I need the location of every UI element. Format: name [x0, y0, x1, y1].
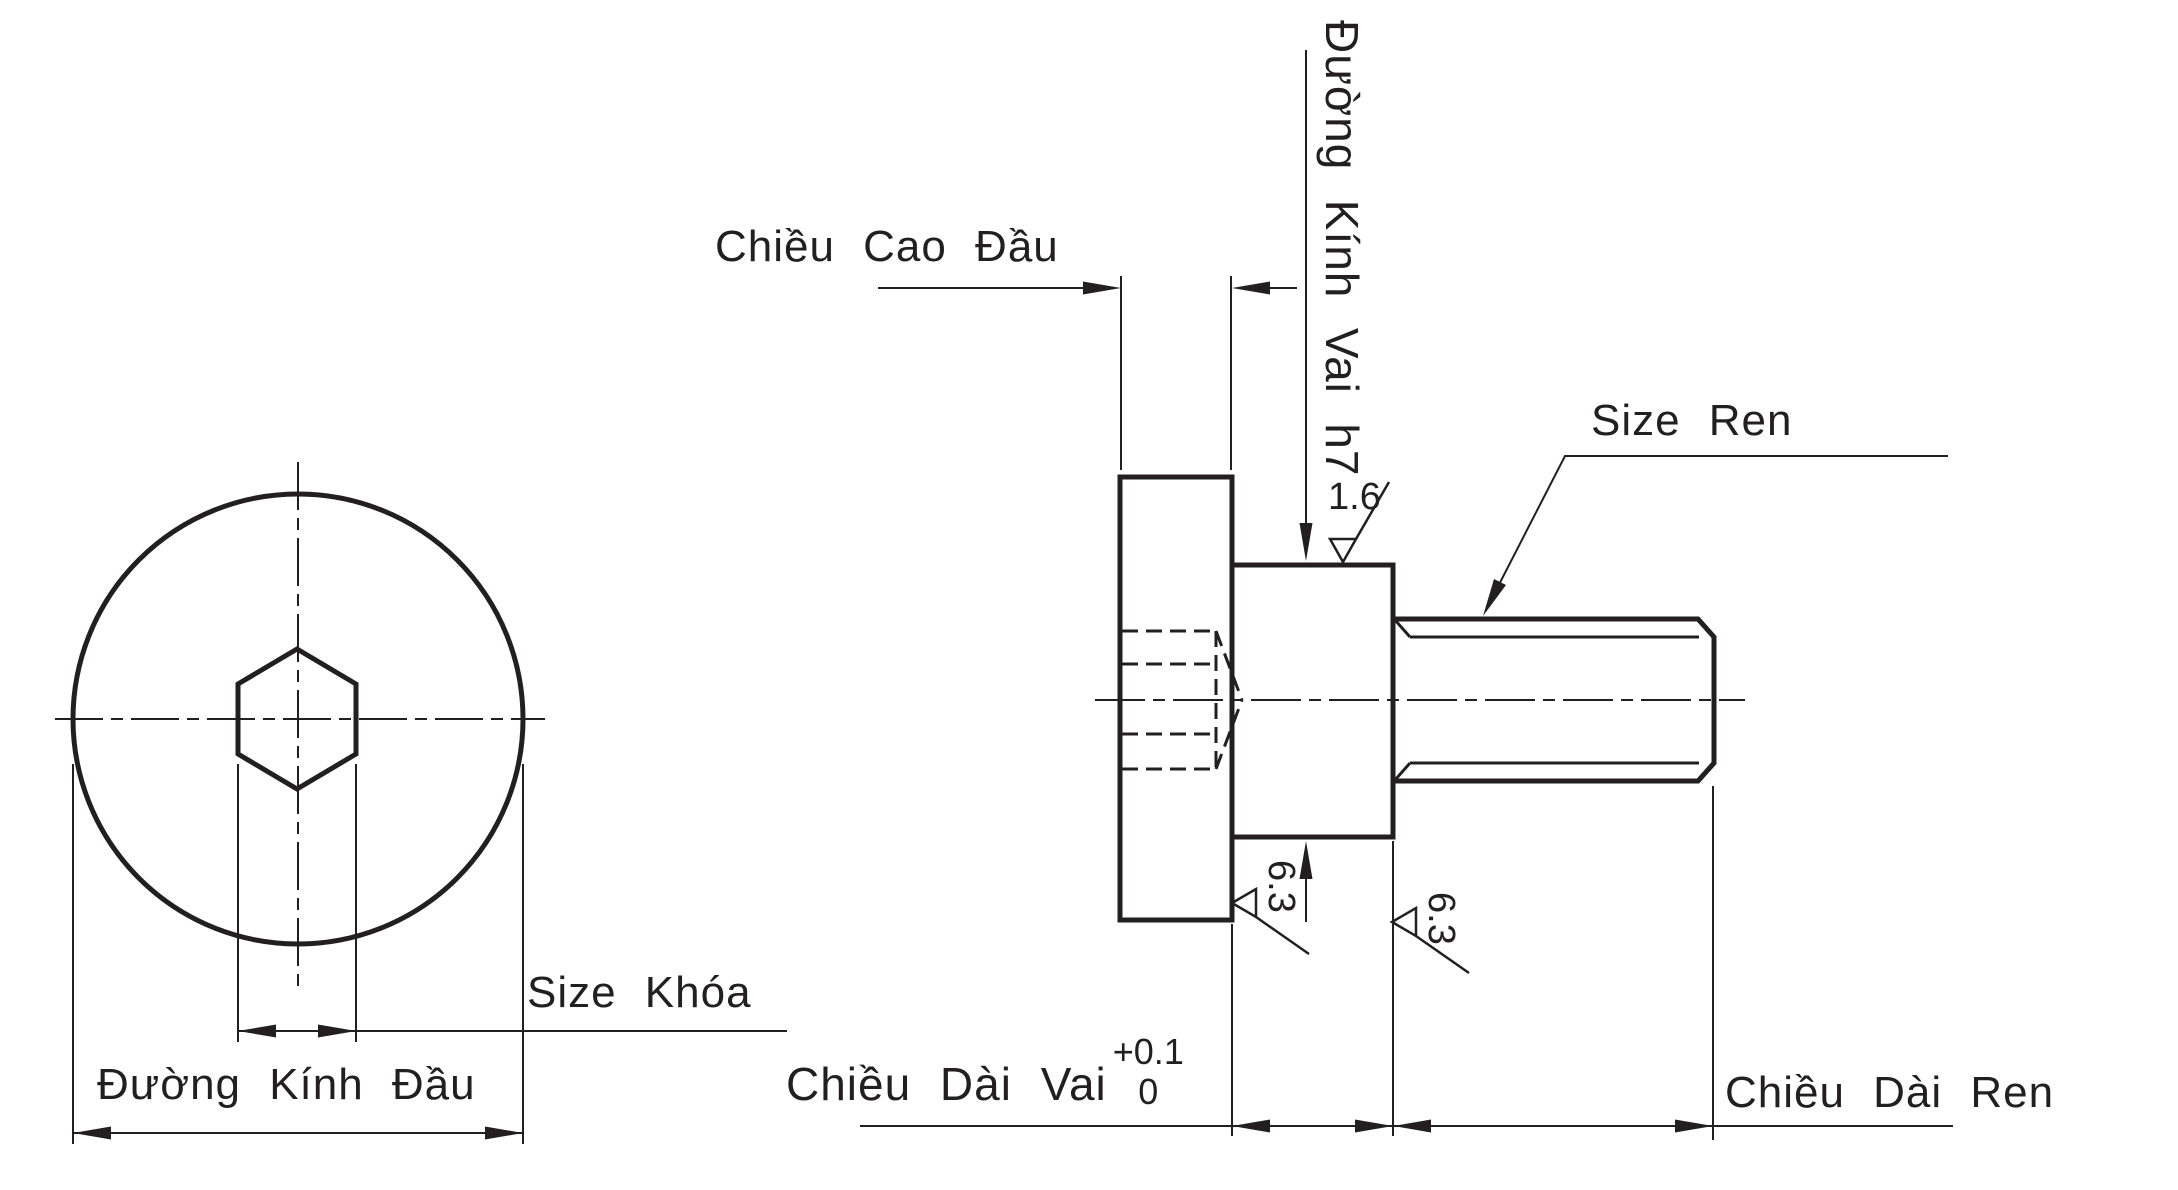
dimension-head-diameter — [73, 1126, 523, 1140]
key-size-label: Size Khóa — [527, 968, 752, 1017]
shoulder-length-tolerance: +0.1 0 — [1113, 1032, 1184, 1112]
roughness-thread-value: 6.3 — [1420, 892, 1462, 945]
head-circle — [70, 491, 526, 947]
hidden-socket-lines — [1122, 629, 1244, 771]
roughness-head-face-symbol — [1229, 841, 1313, 956]
roughness-shoulder-symbol — [1327, 481, 1391, 565]
head-diameter-label: Đường Kính Đầu — [97, 1060, 476, 1109]
roughness-head-face-value: 6.3 — [1260, 860, 1302, 913]
tolerance-lower: 0 — [1138, 1071, 1159, 1112]
dimension-head-height — [878, 276, 1297, 470]
roughness-thread-symbol — [1389, 905, 1470, 975]
shoulder-length-text: Chiều Dài Vai — [786, 1058, 1107, 1110]
dimension-shoulder-and-thread-length — [860, 786, 1953, 1140]
thread-size-label: Size Ren — [1591, 396, 1793, 445]
side-view — [1095, 474, 1745, 923]
dimension-key-size — [238, 1024, 787, 1038]
roughness-shoulder-value: 1.6 — [1328, 476, 1381, 518]
shoulder-length-label: Chiều Dài Vai +0.1 0 — [786, 1032, 1184, 1112]
hex-socket — [235, 646, 359, 792]
head-side — [1117, 474, 1235, 923]
tolerance-upper: +0.1 — [1112, 1031, 1184, 1072]
dimension-shoulder-diameter — [1299, 50, 1313, 561]
shoulder-side — [1229, 562, 1396, 840]
shoulder-diameter-label: Đường Kính Vai h7 — [1316, 20, 1368, 477]
front-view — [55, 462, 545, 1144]
thread-outline — [1393, 616, 1717, 784]
thread-length-label: Chiều Dài Ren — [1725, 1068, 2055, 1117]
leader-thread-size — [1483, 455, 1948, 616]
head-height-label: Chiều Cao Đầu — [715, 222, 1059, 271]
